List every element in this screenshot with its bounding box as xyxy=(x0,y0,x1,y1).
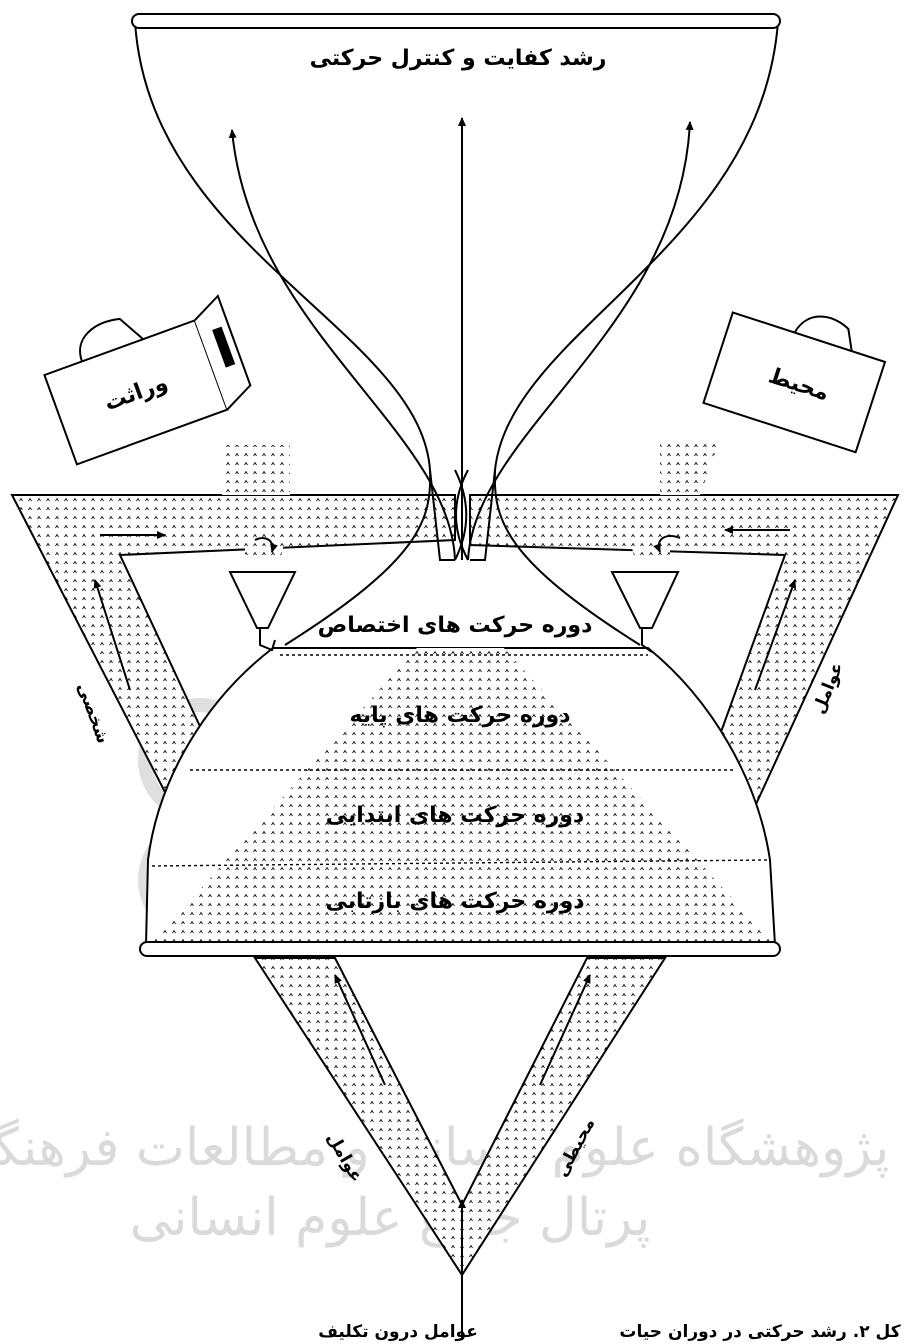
watermark-line2: پرتال جامع علوم انسانی xyxy=(130,1188,651,1248)
right-funnel xyxy=(612,572,678,652)
diagram-title: رشد کفایت و کنترل حرکتی xyxy=(310,46,607,71)
bottom-rim xyxy=(140,942,780,956)
bottom-caption: عوامل درون تکلیف xyxy=(318,1322,478,1342)
top-rim xyxy=(132,14,780,28)
period-rudimentary: دوره حرکت های ابتدایی xyxy=(326,803,584,828)
growth-arrows xyxy=(232,118,690,560)
environment-pour-lower xyxy=(630,540,670,560)
heredity-pour-lower xyxy=(245,540,285,560)
period-specialized: دوره حرکت های اختصاص xyxy=(318,613,593,638)
heredity-box: وراثت xyxy=(35,283,256,464)
heredity-pour xyxy=(222,445,290,495)
period-reflexive: دوره حرکت های بازتابی xyxy=(325,889,584,914)
period-fundamental: دوره حرکت های پایه xyxy=(349,703,570,728)
left-triangle-label: شخصی xyxy=(73,680,113,746)
watermark-line1: پژوهشگاه علوم انسانی و مطالعات فرهنگی xyxy=(0,1118,889,1178)
figure-caption: کل ۲. رشد حرکتی در دوران حیات xyxy=(619,1322,900,1342)
environment-pour xyxy=(660,440,720,495)
environment-box: محیط xyxy=(703,289,892,452)
left-funnel xyxy=(230,572,295,650)
